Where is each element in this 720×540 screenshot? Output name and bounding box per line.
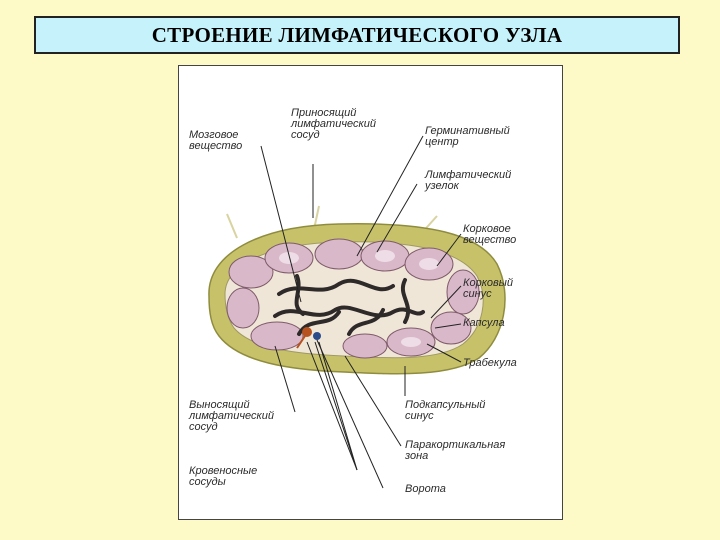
label-cortical-sinus: Корковый синус: [463, 277, 513, 300]
title-banner: СТРОЕНИЕ ЛИМФАТИЧЕСКОГО УЗЛА: [34, 16, 680, 54]
page-title: СТРОЕНИЕ ЛИМФАТИЧЕСКОГО УЗЛА: [151, 22, 563, 47]
label-afferent-vessel: Приносящий лимфатический сосуд: [291, 107, 376, 141]
label-capsule: Капсула: [463, 317, 505, 329]
label-germinal-center: Герминативный центр: [425, 125, 510, 148]
label-efferent-vessel: Выносящий лимфатический сосуд: [189, 399, 274, 433]
label-subcapsular-sinus: Подкапсульный синус: [405, 399, 486, 422]
label-trabecula: Трабекула: [463, 357, 517, 369]
label-blood-vessels: Кровеносные сосуды: [189, 465, 258, 488]
label-cortex: Корковое вещество: [463, 223, 517, 246]
medullary-cords: [273, 274, 425, 336]
leader-lines: [260, 135, 462, 489]
hilum-vessels: [296, 327, 321, 349]
germinal-centers: [279, 250, 439, 347]
label-lymphatic-nodule: Лимфатический узелок: [425, 169, 512, 192]
lymph-node-diagram: [208, 135, 506, 489]
label-medulla: Мозговое вещество: [189, 129, 243, 152]
label-hilum: Ворота: [405, 483, 446, 495]
lymph-node-illustration: Мозговое вещество Приносящий лимфатическ…: [178, 65, 563, 520]
label-paracortical-zone: Паракортикальная зона: [405, 439, 506, 462]
